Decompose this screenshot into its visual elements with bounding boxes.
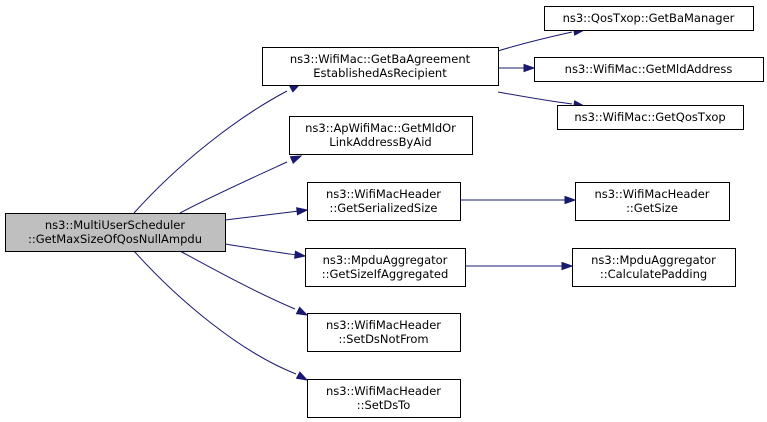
call-graph-nodes: ns3::MultiUserScheduler::GetMaxSizeOfQos… bbox=[5, 6, 764, 418]
edge-line bbox=[133, 90, 288, 214]
node-label-line: ns3::MpduAggregator bbox=[591, 253, 716, 267]
node-label-line: ::SetDsTo bbox=[357, 398, 411, 412]
node-label-line: ns3::MpduAggregator bbox=[323, 253, 448, 267]
node-size-if-aggregated[interactable]: ns3::MpduAggregator::GetSizeIfAggregated bbox=[305, 248, 466, 287]
arrow-head-icon bbox=[289, 155, 303, 165]
arrow-head-icon bbox=[296, 207, 309, 216]
edge-line bbox=[179, 250, 296, 310]
node-box bbox=[544, 6, 754, 31]
node-qos-txop[interactable]: ns3::WifiMac::GetQosTxop bbox=[557, 105, 744, 130]
node-label-line: ns3::QosTxop::GetBaManager bbox=[563, 11, 735, 25]
node-box bbox=[575, 182, 730, 221]
edge-root-mld_or_link bbox=[179, 155, 303, 214]
node-label-line: ns3::WifiMacHeader bbox=[594, 187, 709, 201]
node-label-line: ns3::MultiUserScheduler bbox=[45, 218, 186, 232]
node-box bbox=[305, 248, 466, 287]
arrow-head-icon bbox=[295, 371, 309, 381]
arrow-head-icon bbox=[561, 261, 574, 271]
edge-line bbox=[133, 250, 297, 375]
arrow-head-icon bbox=[523, 63, 536, 73]
node-get-size[interactable]: ns3::WifiMacHeader::GetSize bbox=[575, 182, 730, 221]
node-box bbox=[262, 47, 499, 86]
node-label-line: ns3::ApWifiMac::GetMldOr bbox=[305, 121, 456, 135]
edge-line bbox=[224, 210, 300, 221]
arrow-head-icon bbox=[564, 195, 577, 205]
edge-root-serialized_size bbox=[224, 207, 309, 221]
node-label-line: ns3::WifiMac::GetBaAgreement bbox=[290, 52, 471, 66]
arrow-head-icon bbox=[294, 250, 307, 259]
node-label-line: ns3::WifiMac::GetQosTxop bbox=[574, 110, 725, 124]
node-set-ds-to[interactable]: ns3::WifiMacHeader::SetDsTo bbox=[307, 379, 461, 418]
edge-serialized_size-get_size bbox=[460, 195, 577, 205]
node-root[interactable]: ns3::MultiUserScheduler::GetMaxSizeOfQos… bbox=[5, 213, 226, 252]
node-label-line: ns3::WifiMacHeader bbox=[326, 318, 441, 332]
edge-root-set_ds_not_from bbox=[179, 250, 309, 316]
node-label-line: ::GetSize bbox=[626, 201, 678, 215]
node-label-line: LinkAddressByAid bbox=[329, 135, 431, 149]
edge-line bbox=[224, 243, 298, 256]
node-box bbox=[557, 105, 744, 130]
edge-root-size_if_aggregated bbox=[224, 243, 307, 259]
node-box bbox=[289, 116, 473, 155]
node-box bbox=[534, 57, 764, 82]
edge-root-ba_agreement bbox=[133, 83, 302, 214]
node-label-line: ::GetMaxSizeOfQosNullAmpdu bbox=[28, 232, 202, 246]
edge-size_if_aggregated-calc_padding bbox=[465, 261, 574, 271]
node-ba-manager[interactable]: ns3::QosTxop::GetBaManager bbox=[544, 6, 754, 31]
node-set-ds-not-from[interactable]: ns3::WifiMacHeader::SetDsNotFrom bbox=[307, 313, 461, 352]
edge-ba_agreement-ba_manager bbox=[497, 27, 586, 52]
edge-ba_agreement-mld_address bbox=[498, 63, 536, 73]
node-label-line: ns3::WifiMacHeader bbox=[326, 187, 441, 201]
node-label-line: EstablishedAsRecipient bbox=[313, 66, 447, 80]
node-label-line: ::GetSerializedSize bbox=[330, 201, 438, 215]
node-box bbox=[5, 213, 226, 252]
node-label-line: ::CalculatePadding bbox=[600, 267, 707, 281]
node-box bbox=[307, 313, 461, 352]
edge-root-set_ds_to bbox=[133, 250, 309, 381]
call-graph-edges bbox=[133, 27, 586, 381]
edge-line bbox=[497, 91, 573, 105]
node-label-line: ns3::WifiMacHeader bbox=[326, 384, 441, 398]
node-label-line: ns3::WifiMac::GetMldAddress bbox=[565, 62, 733, 76]
node-box bbox=[307, 182, 461, 221]
node-box bbox=[572, 248, 736, 287]
node-label-line: ::SetDsNotFrom bbox=[338, 332, 428, 346]
node-box bbox=[307, 379, 461, 418]
edge-line bbox=[497, 31, 573, 52]
node-calc-padding[interactable]: ns3::MpduAggregator::CalculatePadding bbox=[572, 248, 736, 287]
arrow-head-icon bbox=[295, 306, 309, 316]
node-ba-agreement[interactable]: ns3::WifiMac::GetBaAgreementEstablishedA… bbox=[262, 47, 499, 86]
node-mld-address[interactable]: ns3::WifiMac::GetMldAddress bbox=[534, 57, 764, 82]
edge-line bbox=[179, 161, 288, 214]
node-serialized-size[interactable]: ns3::WifiMacHeader::GetSerializedSize bbox=[307, 182, 461, 221]
node-label-line: ::GetSizeIfAggregated bbox=[322, 267, 449, 281]
